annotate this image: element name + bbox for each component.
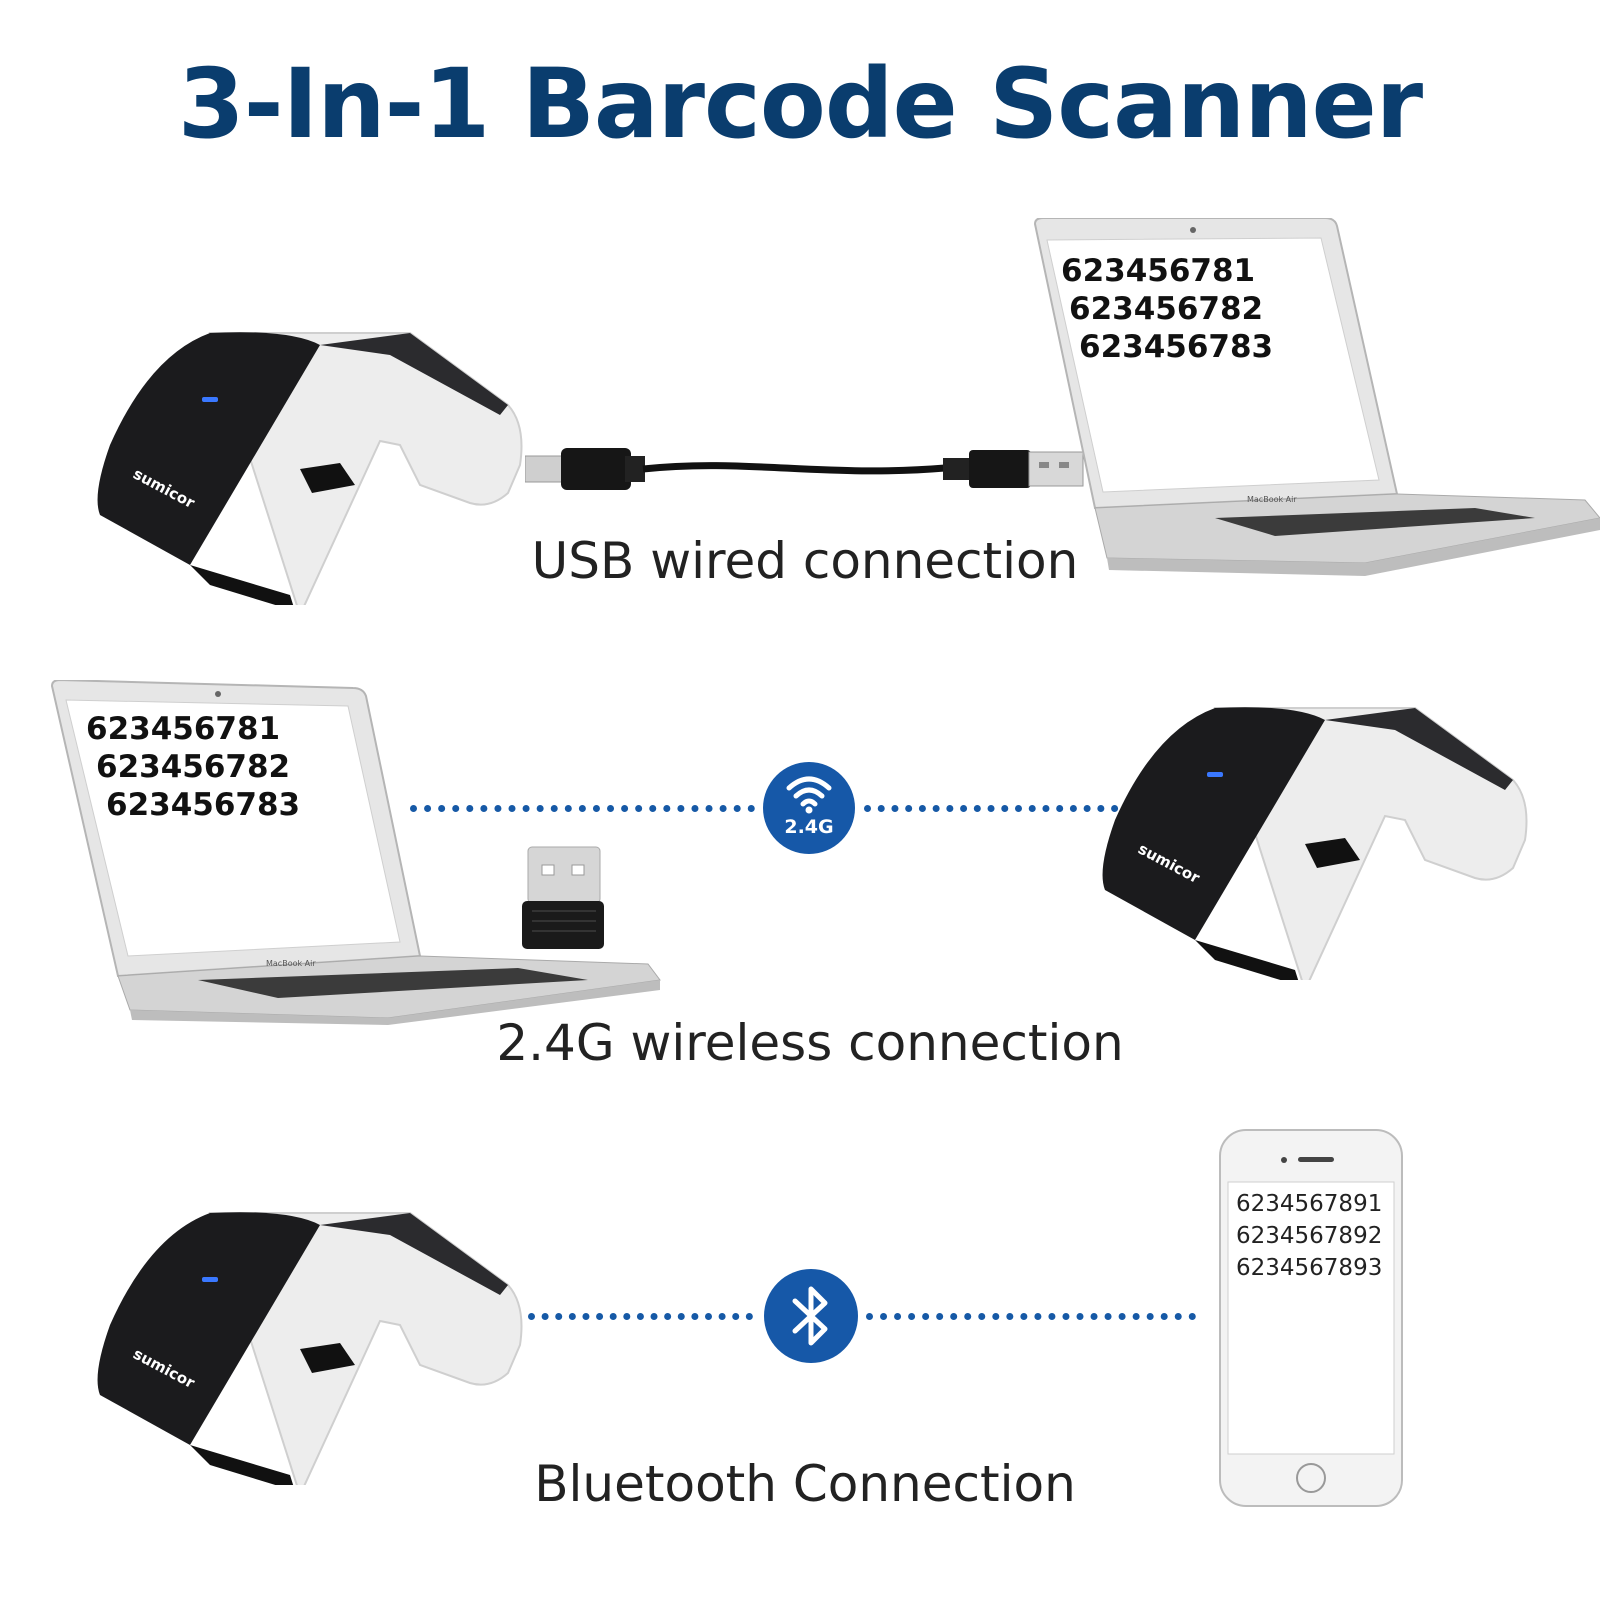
laptop-image: MacBook Air <box>50 680 661 1025</box>
bluetooth-badge <box>764 1269 858 1363</box>
connection-line <box>866 1313 1196 1320</box>
connection-line <box>410 805 755 812</box>
section-caption: 2.4G wireless connection <box>496 1014 1124 1072</box>
section-caption: USB wired connection <box>531 532 1079 590</box>
bluetooth-section: sumicor 6234567891 6234567892 6234567893… <box>0 1120 1600 1590</box>
scanned-code: 6234567893 <box>1236 1255 1383 1281</box>
usb-cable <box>525 448 1084 490</box>
scanned-code: 623456781 <box>86 711 281 747</box>
phone: 6234567891 6234567892 6234567893 <box>1218 1128 1404 1508</box>
scanned-code: 623456783 <box>1079 329 1274 365</box>
scanner-image: sumicor <box>1102 707 1528 980</box>
scanner-image: sumicor <box>97 332 523 605</box>
phone-image <box>1219 1129 1403 1507</box>
laptop-model-label: MacBook Air <box>1247 495 1297 504</box>
scanned-code: 6234567892 <box>1236 1223 1383 1249</box>
section-caption: Bluetooth Connection <box>534 1455 1076 1513</box>
laptop: MacBook Air 623456781 623456782 62345678… <box>1025 218 1600 578</box>
scanned-code: 623456782 <box>96 749 291 785</box>
laptop-screen-text: 623456781 623456782 623456783 <box>1061 252 1273 366</box>
laptop-image: MacBook Air <box>1033 218 1600 576</box>
laptop: MacBook Air 623456781 623456782 62345678… <box>48 680 668 1025</box>
scanned-code: 623456783 <box>106 787 301 823</box>
scanned-code: 623456782 <box>1069 291 1264 327</box>
laptop-model-label: MacBook Air <box>266 959 316 968</box>
connection-line <box>528 1313 753 1320</box>
bluetooth-icon <box>792 1286 828 1346</box>
wireless-badge: 2.4G <box>763 762 855 854</box>
badge-label: 2.4G <box>784 816 834 838</box>
connection-line <box>864 805 1132 812</box>
phone-screen-text: 6234567891 6234567892 6234567893 <box>1236 1188 1382 1284</box>
scanned-code: 623456781 <box>1061 253 1256 289</box>
wifi-icon <box>786 776 832 814</box>
wireless-section: MacBook Air 623456781 623456782 62345678… <box>0 680 1600 1100</box>
laptop-screen-text: 623456781 623456782 623456783 <box>86 710 300 824</box>
page-title: 3-In-1 Barcode Scanner <box>177 48 1423 160</box>
scanner-image: sumicor <box>97 1212 523 1485</box>
scanned-code: 6234567891 <box>1236 1191 1383 1217</box>
usb-section: sumicor MacBook Air 623456781 623456782 … <box>0 200 1600 620</box>
usb-dongle-image <box>522 846 604 949</box>
